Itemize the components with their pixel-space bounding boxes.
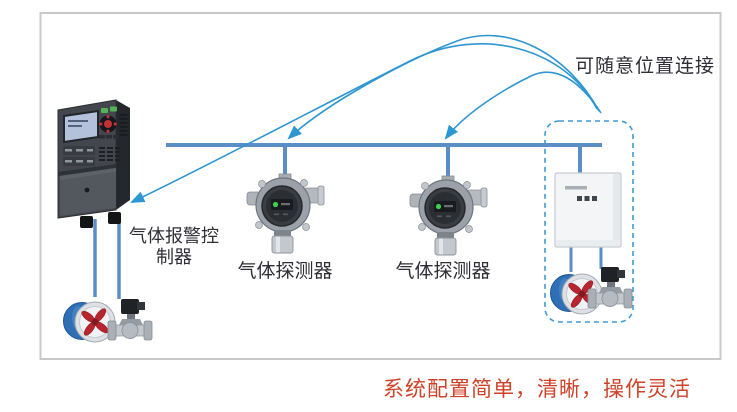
connect-note: 可随意位置连接 — [575, 56, 716, 77]
controller-speaker-grille — [99, 147, 120, 161]
controller-label: 气体报警控 制器 — [119, 226, 229, 268]
controller-output-lines — [93, 219, 121, 299]
connection-curves — [130, 34, 602, 203]
curve-to-detector1 — [287, 34, 600, 140]
io-module-image — [554, 172, 622, 248]
controller-label-line2: 制器 — [156, 247, 192, 267]
controller-green-button — [101, 108, 108, 113]
detector1-label: 气体探测器 — [237, 261, 333, 282]
controller-green-button — [110, 106, 117, 112]
curve-to-controller — [130, 43, 598, 203]
fan-icon — [63, 301, 116, 343]
curve-to-detector2 — [444, 71, 602, 140]
controller-keyhole — [84, 187, 90, 193]
gas-alarm-controller-image — [57, 99, 130, 228]
detector2-label: 气体探测器 — [395, 261, 491, 282]
controller-label-line1: 气体报警控 — [129, 226, 219, 246]
dashed-region — [544, 120, 634, 323]
bus-line — [166, 143, 602, 177]
module-output-lines — [569, 247, 603, 272]
bottom-caption: 系统配置简单，清晰，操作灵活 — [383, 377, 691, 401]
